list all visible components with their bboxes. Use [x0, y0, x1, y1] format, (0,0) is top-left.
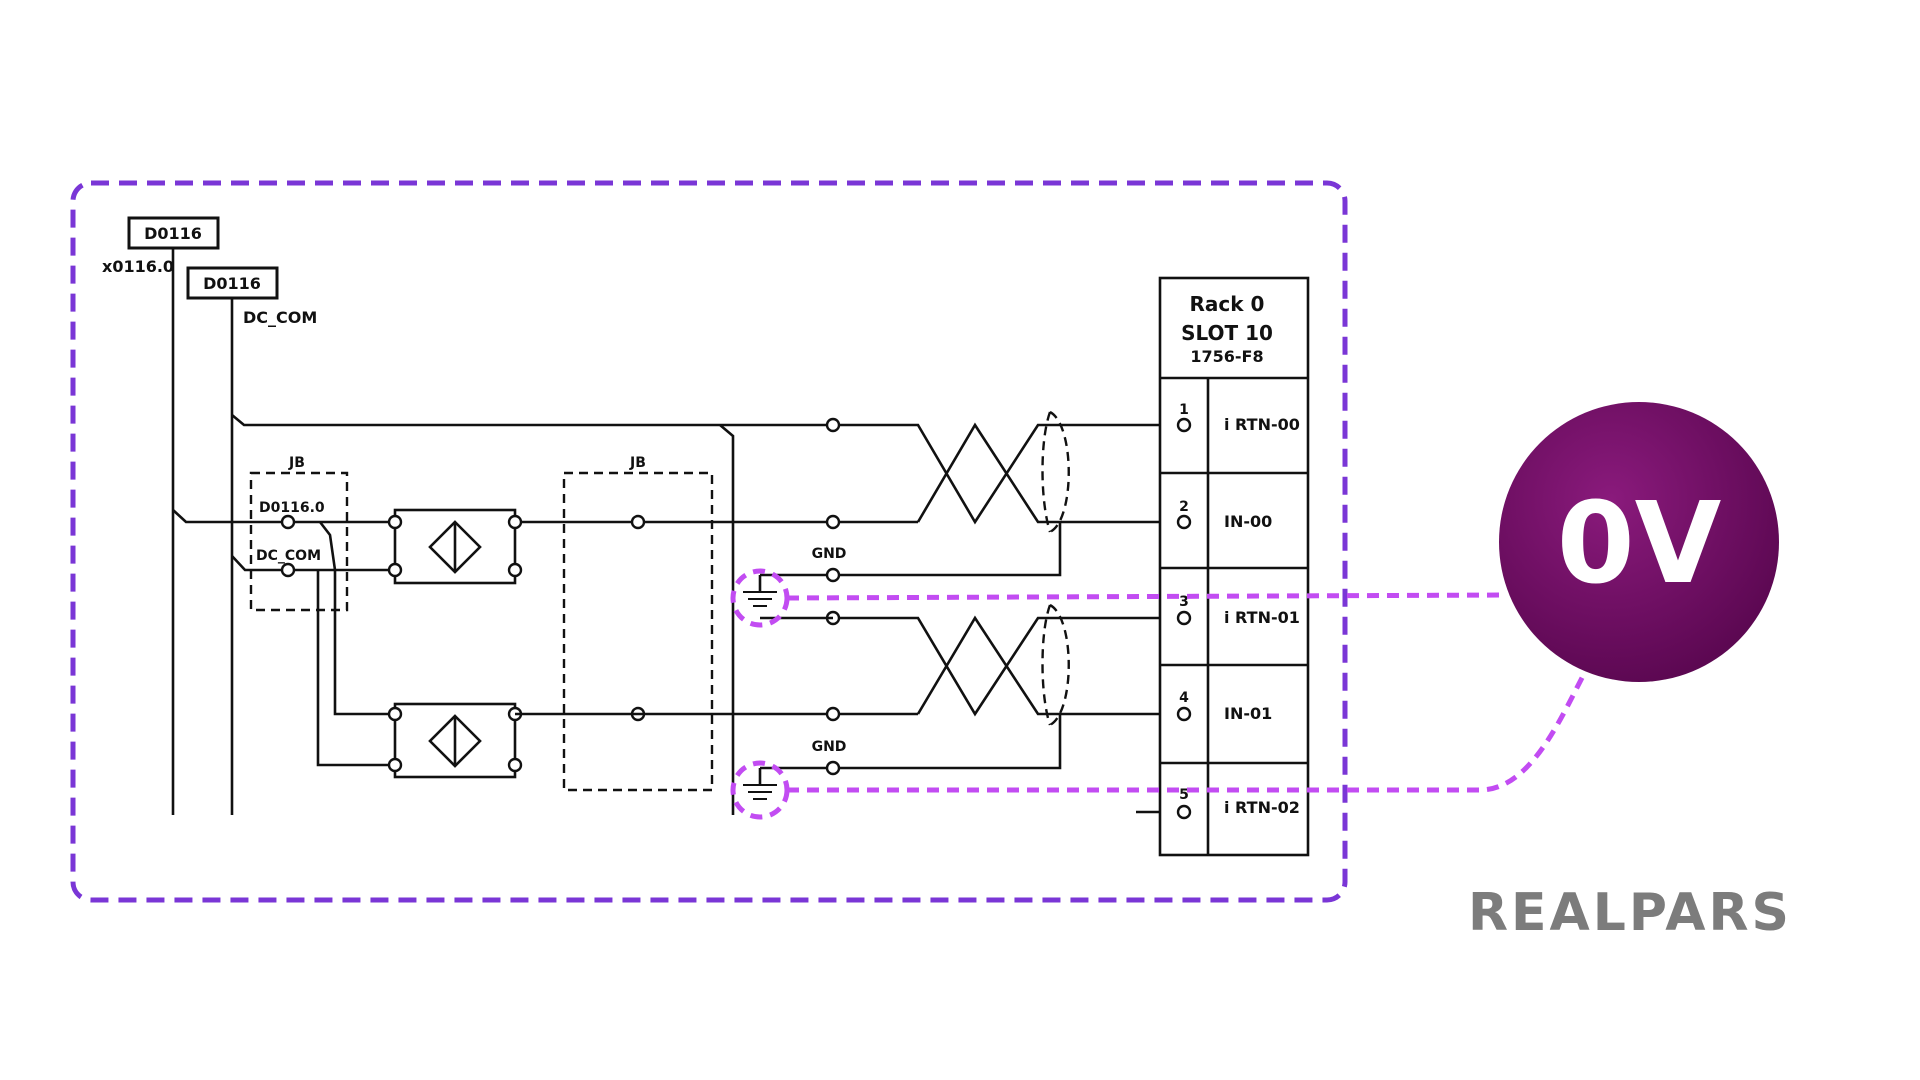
ground-label-2: GND	[812, 739, 847, 755]
card-tag-top: D0116	[127, 216, 220, 250]
terminal-4-name: IN-01	[1224, 704, 1272, 723]
wire-dc-com	[231, 555, 395, 572]
terminal-2-number: 2	[1179, 499, 1189, 515]
terminal-1-screw	[1176, 417, 1192, 433]
twisted-pair-1-b	[916, 422, 1180, 524]
sensor-1	[387, 508, 523, 585]
junction-box-left	[249, 471, 349, 612]
jb-terminal-signal-label: D0116.0	[259, 500, 325, 516]
sensor-2	[387, 702, 523, 779]
terminal-3-screw	[1176, 610, 1192, 626]
rack-title: Rack 0	[1190, 292, 1265, 316]
zero-volt-callout-text: 0V	[1557, 479, 1722, 609]
ground-label-1: GND	[812, 546, 847, 562]
wire-sensor2-common-feed	[316, 570, 395, 767]
jb-right-terminal-1	[630, 514, 646, 530]
twisted-pair-1-a	[833, 423, 1180, 525]
rack-model: 1756-F8	[1190, 347, 1263, 366]
diagram-frame	[70, 180, 1348, 903]
wire-rtn-00	[231, 414, 833, 427]
rack-slot: SLOT 10	[1181, 321, 1273, 345]
terminal-3-number: 3	[1179, 594, 1189, 610]
jb-terminal-common-label: DC_COM	[256, 548, 321, 564]
realpars-logo: REALPARS	[1468, 883, 1792, 943]
card-tag-top-text: D0116	[144, 224, 202, 243]
terminal-2-screw	[1176, 514, 1192, 530]
terminal-4-number: 4	[1179, 690, 1189, 706]
ground-bus-line	[719, 424, 735, 815]
wire-jb-jumper	[318, 521, 337, 571]
zero-volt-callout	[1499, 402, 1779, 682]
card-tag-second-text: D0116	[203, 274, 261, 293]
shield-2-drain	[833, 714, 1062, 770]
twisted-pair-2-a	[833, 616, 1180, 717]
pair-1-node-a	[825, 417, 841, 433]
terminal-5-number: 5	[1179, 787, 1189, 803]
ground-symbol-1	[743, 567, 841, 607]
shield-2	[1041, 603, 1070, 727]
highlight-link-1	[786, 592, 1506, 601]
rack-module	[1158, 276, 1310, 857]
pair-1-node-b	[825, 514, 841, 530]
card-tag-second: D0116	[186, 266, 279, 300]
junction-box-right-label: JB	[629, 455, 646, 471]
terminal-3-name: i RTN-01	[1224, 608, 1300, 627]
bus-label-left: x0116.0	[102, 257, 174, 276]
wire-in-00-left	[172, 509, 395, 524]
jb-terminal-common	[280, 562, 296, 578]
pair-2-node-b	[825, 706, 841, 722]
wire-sensor2-signal-feed	[333, 570, 395, 716]
highlight-link-2	[787, 670, 1588, 793]
shield-1-drain	[833, 522, 1062, 577]
ground-symbol-2	[743, 760, 841, 800]
junction-box-right	[562, 471, 714, 792]
shield-1	[1041, 410, 1070, 534]
terminal-2-name: IN-00	[1224, 512, 1272, 531]
bus-label-right: DC_COM	[243, 308, 317, 327]
terminal-1-number: 1	[1179, 402, 1189, 418]
twisted-pair-2-b	[916, 615, 1180, 716]
terminal-4-screw	[1176, 706, 1192, 722]
terminal-1-name: i RTN-00	[1224, 415, 1300, 434]
jb-terminal-signal	[280, 514, 296, 530]
junction-box-left-label: JB	[288, 455, 305, 471]
terminal-5-screw	[1176, 804, 1192, 820]
terminal-5-name: i RTN-02	[1224, 798, 1300, 817]
